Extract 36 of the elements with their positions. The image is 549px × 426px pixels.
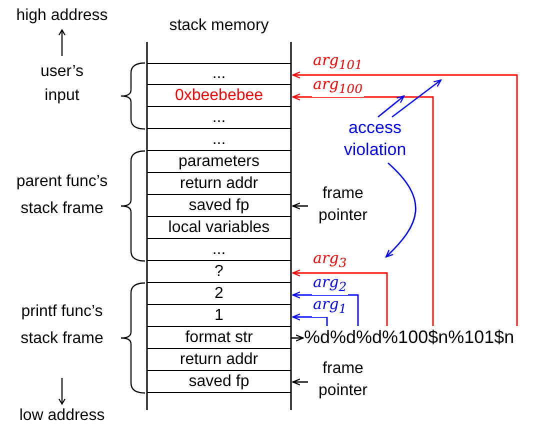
stack-cell: ... — [147, 63, 291, 85]
stack-cell: return addr — [147, 174, 291, 195]
arrow — [292, 313, 328, 326]
format-string: %d%d%d%100$n%101$n — [304, 326, 547, 348]
pointer-label: frame pointer — [308, 358, 378, 402]
stack-cell: ... — [147, 108, 291, 129]
arrow — [291, 334, 304, 342]
stack-cell: format str — [147, 328, 291, 349]
stack-cell: 2 — [147, 284, 291, 305]
column-title: stack memory — [168, 16, 270, 36]
brace-label: printf func’s stack frame — [20, 302, 104, 349]
arrow — [292, 269, 388, 326]
brace-label: user’s input — [40, 62, 84, 106]
arrow — [385, 162, 416, 258]
stack-cell: 0xbeebebee — [147, 86, 291, 107]
stack-cell: local variables — [147, 218, 291, 239]
stack-cell: saved fp — [147, 372, 291, 393]
stack-cell: saved fp — [147, 196, 291, 217]
arrow — [292, 71, 518, 326]
stack-cell: 1 — [147, 306, 291, 327]
annotation-text: access violation — [335, 117, 415, 161]
axis-label: high address — [15, 6, 109, 26]
stack-cell: ... — [147, 130, 291, 151]
stack-cell: return addr — [147, 350, 291, 371]
arrow — [378, 95, 405, 118]
stack-cell: ? — [147, 262, 291, 283]
stack-cell: parameters — [147, 152, 291, 173]
axis-label: low address — [18, 406, 106, 426]
arrow — [292, 202, 308, 210]
stack-cell: ... — [147, 240, 291, 261]
arrow — [292, 291, 359, 326]
arrow — [392, 79, 442, 118]
arrow — [292, 378, 308, 386]
pointer-label: frame pointer — [308, 183, 378, 227]
arrow — [292, 93, 434, 326]
brace-label: parent func’s stack frame — [15, 172, 109, 219]
